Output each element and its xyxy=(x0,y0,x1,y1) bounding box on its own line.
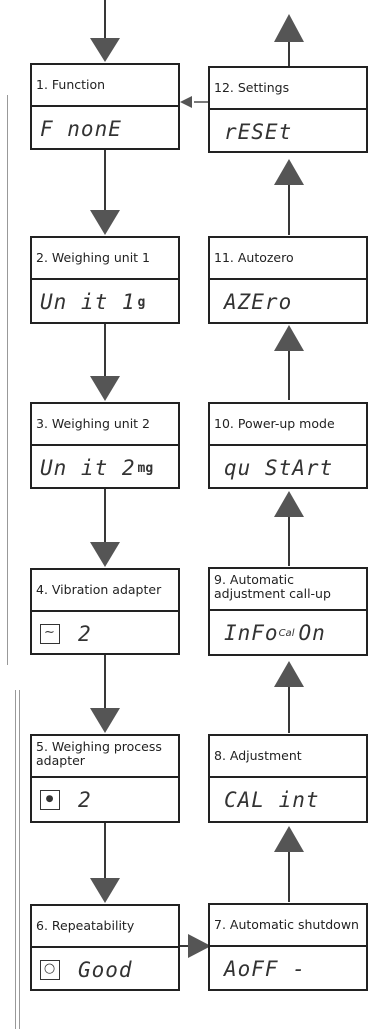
box-adjustment: 8. Adjustment CAL int xyxy=(208,734,368,823)
display-text: Un it 2 xyxy=(40,456,136,480)
guide-line xyxy=(19,690,20,1029)
box-label: 12. Settings xyxy=(210,68,366,110)
display-text: Good xyxy=(78,958,133,982)
arrow-head xyxy=(90,210,120,235)
box-power-up-mode: 10. Power-up mode qu StArt xyxy=(208,402,368,489)
display-value: ○ Good xyxy=(32,948,178,992)
arrow-head xyxy=(90,542,120,567)
box-label: 2. Weighing unit 1 xyxy=(32,238,178,280)
circle-icon: ○ xyxy=(40,960,60,980)
box-label: 7. Automatic shutdown xyxy=(210,905,366,947)
box-automatic-shutdown: 7. Automatic shutdown AoFF - xyxy=(208,903,368,991)
box-vibration-adapter: 4. Vibration adapter ∼2 xyxy=(30,568,180,655)
box-weighing-process-adapter: 5. Weighing process adapter ●2 xyxy=(30,734,180,823)
unit-superscript: g xyxy=(137,294,146,310)
box-label: 3. Weighing unit 2 xyxy=(32,404,178,446)
guide-line xyxy=(7,95,8,665)
arrow-head xyxy=(274,14,304,42)
display-value: qu StArt xyxy=(224,456,334,480)
arrow-head xyxy=(274,661,304,687)
arrow-head xyxy=(180,96,192,108)
display-value: ●2 xyxy=(32,778,178,822)
box-function: 1. Function F nonE xyxy=(30,63,180,150)
display-value: ∼2 xyxy=(32,612,178,656)
arrow-head xyxy=(90,38,120,62)
guide-line xyxy=(15,690,16,1029)
box-label: 10. Power-up mode xyxy=(210,404,366,446)
display-value: CAL int xyxy=(224,788,320,812)
arrow-head xyxy=(90,878,120,903)
display-text-2: On xyxy=(298,621,326,645)
display-value: AoFF - xyxy=(224,957,306,981)
display-value: rESEt xyxy=(224,120,293,144)
display-text: Un it 1 xyxy=(40,290,136,314)
drop-icon: ● xyxy=(40,790,60,810)
arrow-head xyxy=(274,826,304,852)
display-value: F nonE xyxy=(40,117,122,141)
box-label: 11. Autozero xyxy=(210,238,366,280)
display-text: InFo xyxy=(224,621,279,645)
display-value: AZEro xyxy=(224,290,293,314)
box-repeatability: 6. Repeatability ○ Good xyxy=(30,904,180,991)
box-label: 1. Function xyxy=(32,65,178,107)
arrow-head xyxy=(274,159,304,185)
arrow-head xyxy=(90,376,120,401)
arrow-head xyxy=(90,708,120,733)
box-settings: 12. Settings rESEt xyxy=(208,66,368,153)
display-text: 2 xyxy=(78,788,92,812)
unit-superscript: mg xyxy=(137,460,154,476)
cal-superscript: Cal xyxy=(278,627,295,639)
arrow-head xyxy=(188,934,211,958)
box-autozero: 11. Autozero AZEro xyxy=(208,236,368,324)
box-label: 8. Adjustment xyxy=(210,736,366,778)
tilde-icon: ∼ xyxy=(40,624,60,644)
arrow-head xyxy=(274,491,304,517)
display-text: 2 xyxy=(78,622,92,646)
box-label: 5. Weighing process adapter xyxy=(32,736,178,778)
box-label: 9. Automatic adjustment call-up xyxy=(210,569,366,611)
box-label: 4. Vibration adapter xyxy=(32,570,178,612)
arrow-head xyxy=(274,325,304,351)
box-label: 6. Repeatability xyxy=(32,906,178,948)
